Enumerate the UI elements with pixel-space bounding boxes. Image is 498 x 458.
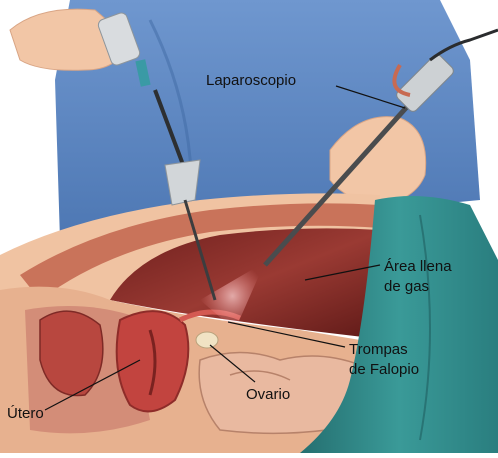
label-uterus: Útero [7, 405, 44, 422]
label-laparoscope: Laparoscopio [206, 72, 296, 89]
bladder-shape [40, 311, 103, 395]
label-fallopian-line2: de Falopio [349, 361, 419, 378]
label-gas-area-line1: Área llena [384, 258, 452, 275]
label-fallopian-line1: Trompas [349, 341, 408, 358]
uterus-shape [117, 311, 189, 411]
label-gas-area-line2: de gas [384, 278, 429, 295]
ovary-shape [196, 332, 218, 348]
label-ovary: Ovario [246, 386, 290, 403]
